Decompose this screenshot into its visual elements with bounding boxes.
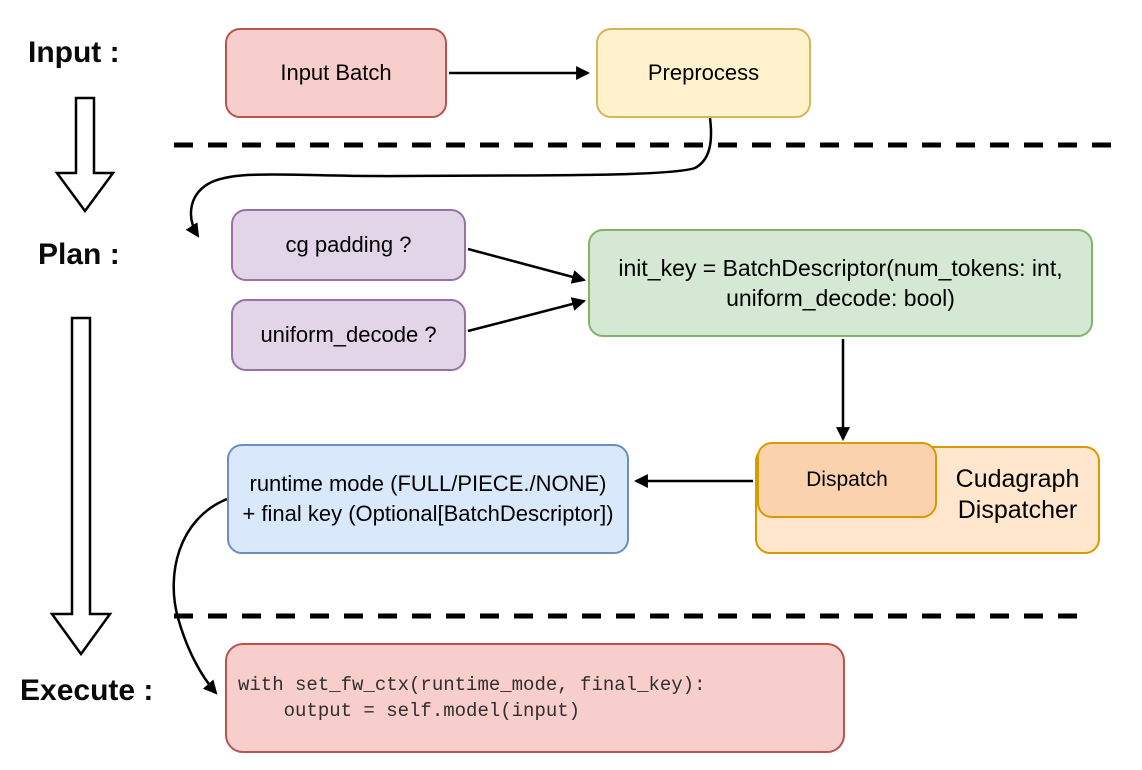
arrow-cg-padding-to-init-key <box>467 247 587 284</box>
stage-label-plan: Plan : <box>38 238 120 271</box>
node-input-batch-label: Input Batch <box>280 60 392 85</box>
node-preprocess: Preprocess <box>596 28 811 118</box>
node-dispatch: Dispatch <box>757 442 937 518</box>
node-runtime-mode-line1: runtime mode (FULL/PIECE./NONE) <box>249 471 607 496</box>
stage-label-execute: Execute : <box>20 674 154 707</box>
arrow-runtime-mode-to-execute-code <box>172 497 228 695</box>
node-dispatch-label: Dispatch <box>806 468 888 491</box>
node-cg-padding: cg padding ? <box>231 209 466 281</box>
node-runtime-mode: runtime mode (FULL/PIECE./NONE) + final … <box>227 444 629 554</box>
node-init-key-line2: uniform_decode: bool) <box>726 285 955 311</box>
node-preprocess-label: Preprocess <box>647 60 760 85</box>
node-cudagraph-dispatcher-line1: Cudagraph <box>955 465 1080 493</box>
stage-label-input: Input : <box>28 36 120 69</box>
node-uniform-decode: uniform_decode ? <box>231 299 466 371</box>
node-execute-code-line2: output = self.model(input) <box>238 700 581 722</box>
hollow-arrow-plan-to-execute <box>49 316 113 657</box>
node-input-batch: Input Batch <box>225 28 447 118</box>
node-cudagraph-dispatcher-line2: Dispatcher <box>957 496 1078 524</box>
node-cudagraph-dispatcher-label: Cudagraph Dispatcher <box>930 464 1105 526</box>
node-init-key: init_key = BatchDescriptor(num_tokens: i… <box>588 229 1093 337</box>
node-runtime-mode-line2: + final key (Optional[BatchDescriptor]) <box>242 501 614 526</box>
arrow-uniform-decode-to-init-key <box>467 297 587 333</box>
node-cg-padding-label: cg padding ? <box>285 232 412 257</box>
node-uniform-decode-label: uniform_decode ? <box>260 322 437 347</box>
hollow-arrow-input-to-plan <box>54 96 116 214</box>
node-init-key-line1: init_key = BatchDescriptor(num_tokens: i… <box>618 255 1063 281</box>
node-execute-code-line1: with set_fw_ctx(runtime_mode, final_key)… <box>238 674 706 696</box>
node-execute-code: with set_fw_ctx(runtime_mode, final_key)… <box>225 643 845 753</box>
